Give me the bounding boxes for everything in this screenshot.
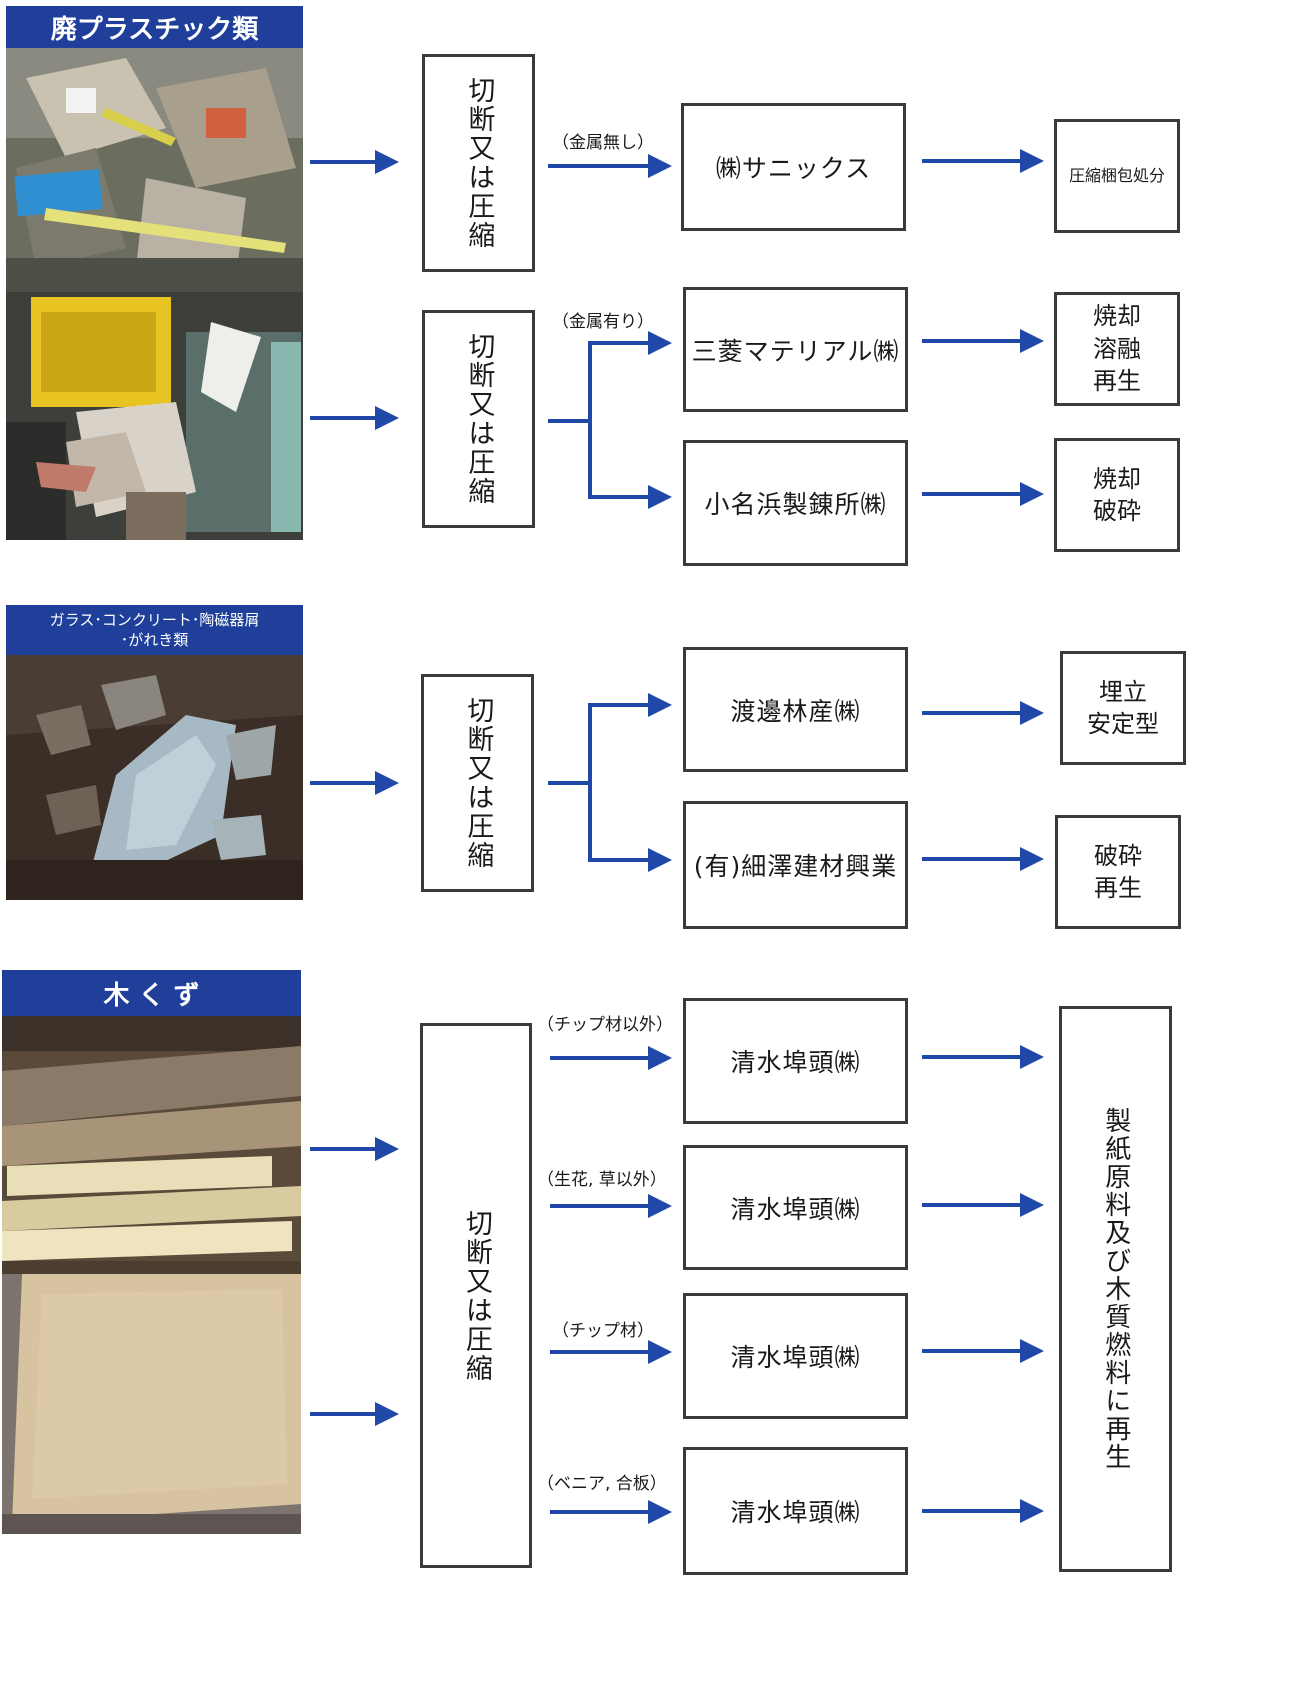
note-no-metal: （金属無し） [552, 133, 654, 153]
plastic-process-box-1: 切断又は圧縮 [422, 54, 535, 272]
company-shimizu-futo-3: 清水埠頭㈱ [683, 1293, 908, 1419]
glass-header: ガラス･コンクリート･陶磁器屑 ･がれき類 [6, 605, 303, 655]
glass-header-line-2: ･がれき類 [120, 631, 189, 649]
plastic-process-box-2: 切断又は圧縮 [422, 310, 535, 528]
plastic-header: 廃プラスチック類 [6, 6, 303, 48]
wood-process-box: 切断又は圧縮 [420, 1023, 532, 1568]
arrow-glass-branch-lower [588, 783, 672, 872]
result-incinerate-crush: 焼却 破砕 [1054, 438, 1180, 552]
wood-note-3: （チップ材） [552, 1321, 654, 1341]
glass-header-line-1: ガラス･コンクリート･陶磁器屑 [49, 610, 260, 629]
arrow-glass-branch-upper [548, 693, 672, 785]
glass-photo [6, 655, 303, 900]
arrow-process2-branch [548, 331, 672, 423]
company-shimizu-futo-1: 清水埠頭㈱ [683, 998, 908, 1124]
plastic-photo-2 [6, 292, 303, 540]
company-sanix: ㈱サニックス [681, 103, 906, 231]
result-landfill-stable: 埋立 安定型 [1060, 651, 1186, 765]
result-incinerate-melt-recycle: 焼却 溶融 再生 [1054, 292, 1180, 406]
company-watanabe-rinsan: 渡邊林産㈱ [683, 647, 908, 772]
company-onahama-smelting: 小名浜製錬所㈱ [683, 440, 908, 566]
wood-photo-1 [2, 1016, 301, 1274]
company-shimizu-futo-2: 清水埠頭㈱ [683, 1145, 908, 1270]
plastic-photo-1 [6, 48, 303, 292]
wood-note-4: （ベニア, 合板） [537, 1474, 667, 1494]
result-paper-wood-fuel: 製紙原料及び木質燃料に再生 [1059, 1006, 1172, 1572]
wood-note-1: （チップ材以外） [537, 1015, 673, 1035]
company-shimizu-futo-4: 清水埠頭㈱ [683, 1447, 908, 1575]
result-compress-pack: 圧縮梱包処分 [1054, 119, 1180, 233]
arrow-process2-branch-lower [588, 421, 672, 509]
company-mitsubishi-materials: 三菱マテリアル㈱ [683, 287, 908, 412]
company-hosozawa-kenzai: (有)細澤建材興業 [683, 801, 908, 929]
wood-photo-2 [2, 1274, 301, 1534]
glass-process-box: 切断又は圧縮 [421, 674, 534, 892]
result-crush-recycle: 破砕 再生 [1055, 815, 1181, 929]
wood-header: 木 く ず [2, 970, 301, 1016]
wood-note-2: （生花, 草以外） [537, 1170, 667, 1190]
note-with-metal: （金属有り） [552, 312, 654, 332]
